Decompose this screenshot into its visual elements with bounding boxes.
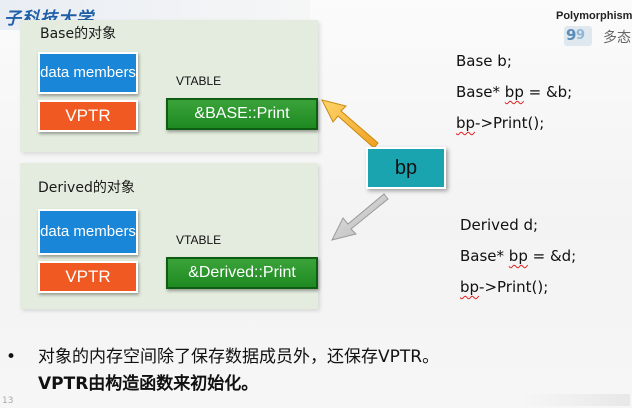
base-object-panel: Base的对象 data members VPTR VTABLE &BASE::… bbox=[20, 20, 318, 152]
bullet-icon: • bbox=[6, 347, 17, 367]
derived-vtable-entry-label: &Derived::Print bbox=[188, 264, 296, 281]
derived-vptr-box: VPTR bbox=[38, 261, 138, 293]
base-vptr-box: VPTR bbox=[38, 100, 138, 132]
bp-pointer-label: bp bbox=[394, 156, 418, 179]
derived-code-line-2: Base* bp = &d; bbox=[460, 247, 577, 265]
note-text-1: 对象的内存空间除了保存数据成员外，还保存VPTR。 bbox=[38, 347, 440, 367]
base-code-block: Base b; Base* bp = &b; bp->Print(); bbox=[456, 46, 572, 139]
derived-vtable-entry: &Derived::Print bbox=[166, 257, 318, 289]
base-code-line-2: Base* bp = &b; bbox=[456, 83, 573, 101]
base-vtable-entry: &BASE::Print bbox=[166, 98, 318, 130]
base-code-line-3: bp->Print(); bbox=[456, 114, 545, 132]
derived-data-members-box: data members bbox=[38, 209, 138, 255]
derived-code-line-3: bp->Print(); bbox=[460, 278, 549, 296]
base-code-line-1: Base b; bbox=[456, 52, 512, 70]
active-pointer-arrow-icon bbox=[321, 99, 379, 149]
base-data-members-label: data members bbox=[40, 64, 136, 81]
note-line-1: • 对象的内存空间除了保存数据成员外，还保存VPTR。 bbox=[6, 342, 439, 367]
inactive-pointer-arrow-icon bbox=[331, 193, 389, 241]
derived-vptr-label: VPTR bbox=[65, 267, 111, 286]
brand-title: Polymorphism bbox=[556, 10, 632, 22]
base-vtable-entry-label: &BASE::Print bbox=[194, 105, 290, 122]
derived-object-panel: Derived的对象 data members VPTR VTABLE &Der… bbox=[20, 163, 318, 309]
base-data-members-box: data members bbox=[38, 52, 138, 94]
derived-data-members-label: data members bbox=[40, 223, 136, 240]
page-number: 13 bbox=[2, 396, 14, 406]
base-vptr-label: VPTR bbox=[65, 106, 111, 125]
derived-vtable-label: VTABLE bbox=[176, 233, 222, 247]
derived-panel-title: Derived的对象 bbox=[38, 180, 135, 196]
brand-subtitle: 多态 bbox=[603, 30, 631, 46]
watermark bbox=[520, 394, 630, 406]
note-line-2: VPTR由构造函数来初始化。 bbox=[38, 374, 259, 394]
base-panel-title: Base的对象 bbox=[40, 26, 117, 42]
base-vtable-label: VTABLE bbox=[176, 74, 222, 88]
derived-code-block: Derived d; Base* bp = &d; bp->Print(); bbox=[460, 210, 576, 303]
derived-code-line-1: Derived d; bbox=[460, 216, 539, 234]
bp-pointer-box: bp bbox=[366, 147, 446, 189]
